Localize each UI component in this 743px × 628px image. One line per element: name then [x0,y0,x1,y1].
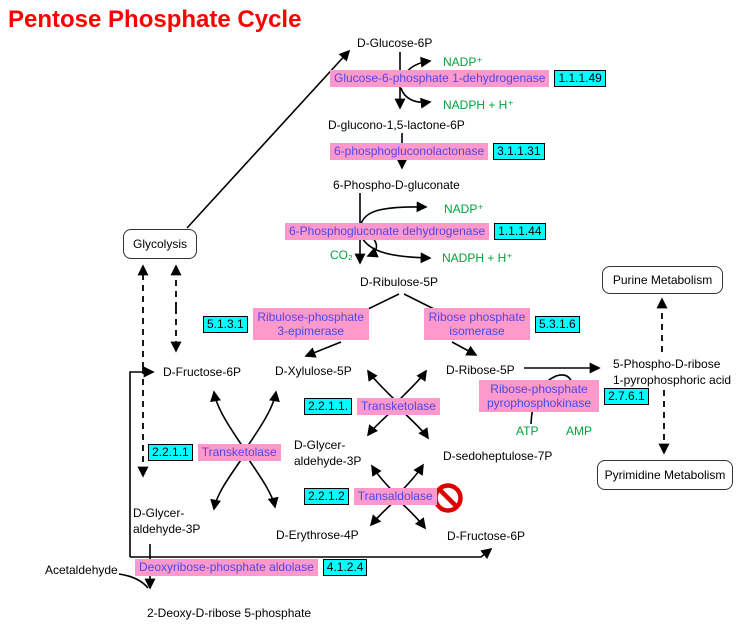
arrow-tkt1-to-xylulose [244,390,280,451]
enzyme-name-line: 3-epimerase [277,324,345,338]
enzyme-row-pgl: 6-phosphogluconolactonase 3.1.1.31 [330,143,545,160]
metabolite-acetaldehyde: Acetaldehyde [45,563,118,577]
enzyme-glucose-6-phosphate-1-dehydrogenase: Glucose-6-phosphate 1-dehydrogenase [330,70,550,87]
enzyme-deoxyribose-phosphate-aldolase: Deoxyribose-phosphate aldolase [135,559,318,576]
enzyme-ribulose-phosphate-3-epimerase: Ribulose-phosphate 3-epimerase [252,308,369,340]
cofactor-amp: AMP [566,424,593,438]
cofactor-nadp-2: NADP⁺ [444,202,484,216]
arrow-tkt1-to-fructose [210,390,246,451]
enzyme-row-pgd: 6-Phosphogluconate dehydrogenase 1.1.1.4… [285,223,546,240]
enzyme-transaldolase: Transaldolase [353,488,437,505]
enzyme-row-prps: Ribose-phosphate pyrophosphokinase 2.7.6… [479,380,649,412]
enzyme-transketolase-2: Transketolase [357,398,440,415]
ec-number-2.2.1.2: 2.2.1.2 [304,488,349,505]
enzyme-name-line: Ribose-phosphate [490,382,588,396]
cofactor-co2: CO₂ [330,248,353,262]
metabolite-6-phospho-d-gluconate: 6-Phospho-D-gluconate [333,178,460,192]
enzyme-ribose-phosphate-isomerase: Ribose phosphate isomerase [424,308,530,340]
metabolite-d-glyceraldehyde-3p-mid: D-Glycer- aldehyde-3P [294,437,361,469]
ec-number-5.3.1.6: 5.3.1.6 [535,315,580,333]
line-acetaldehyde-join [118,573,149,589]
metabolite-d-glucono-lactone-6p: D-glucono-1,5-lactone-6P [328,118,465,132]
metabolite-d-fructose-6p-top: D-Fructose-6P [163,365,242,379]
metabolite-d-glucose-6p: D-Glucose-6P [357,36,433,50]
enzyme-row-transketolase-2: 2.2.1.1. Transketolase [304,398,440,415]
ec-number-2.2.1.1-mid: 2.2.1.1. [304,398,353,415]
ec-number-1.1.1.49: 1.1.1.49 [554,70,606,87]
arrow-loop-to-fructose6p-top [129,366,155,557]
metabolite-line: 1-pyrophosphoric acid [613,373,732,387]
arrow-tkt1-to-erythrose [244,453,279,509]
arrow-isomerase-to-ribose [451,341,478,356]
metabolite-d-sedoheptulose-7p: D-sedoheptulose-7P [443,449,553,463]
arrow-to-nadp-2 [360,201,428,225]
cofactor-atp: ATP [516,424,539,438]
metabolite-line: D-Glycer- [294,438,346,452]
enzyme-name-line: pyrophosphokinase [486,396,592,410]
enzyme-row-dera: Deoxyribose-phosphate aldolase 4.1.2.4 [135,559,368,576]
metabolite-d-xylulose-5p: D-Xylulose-5P [275,364,352,378]
enzyme-transketolase-1: Transketolase [197,444,281,461]
dashed-arrows [137,264,670,478]
metabolite-d-ribose-5p: D-Ribose-5P [446,363,515,377]
arrow-loop-to-fructose6p-bottom [130,547,493,560]
node-glycolysis: Glycolysis [123,229,197,259]
ec-number-4.1.2.4: 4.1.2.4 [322,559,368,576]
metabolite-line: 5-Phospho-D-ribose [613,357,721,371]
line-ribulose-to-epimerase [363,293,400,312]
metabolite-2-deoxy-d-ribose-5-phosphate: 2-Deoxy-D-ribose 5-phosphate [147,606,312,620]
enzyme-name-line: isomerase [449,324,505,338]
node-purine-metabolism: Purine Metabolism [602,266,723,294]
enzyme-ribose-phosphate-pyrophosphokinase: Ribose-phosphate pyrophosphokinase [479,380,599,412]
metabolite-d-ribulose-5p: D-Ribulose-5P [360,275,439,289]
enzyme-row-transketolase-1: 2.2.1.1 Transketolase [148,444,281,461]
metabolite-5-phospho-d-ribose: 5-Phospho-D-ribose 1-pyrophosphoric acid [613,356,731,388]
ec-number-3.1.1.31: 3.1.1.31 [493,143,545,160]
cofactor-nadph-1: NADPH + H⁺ [443,98,514,112]
arrow-tkt1-to-glyceraldehyde [210,453,246,511]
metabolite-d-glyceraldehyde-3p-bottom: D-Glycer- aldehyde-3P [133,505,200,537]
prohibition-icon [433,483,463,513]
metabolite-d-erythrose-4p: D-Erythrose-4P [276,528,359,542]
enzyme-row-transaldolase: 2.2.1.2 Transaldolase [304,488,437,505]
enzyme-name-line: Ribose phosphate [428,310,526,324]
ec-number-5.1.3.1: 5.1.3.1 [203,315,248,333]
enzyme-row-rpi: Ribose phosphate isomerase 5.3.1.6 [424,308,580,340]
enzyme-6-phosphogluconate-dehydrogenase: 6-Phosphogluconate dehydrogenase [285,223,490,240]
ec-number-2.2.1.1: 2.2.1.1 [148,444,193,461]
metabolite-line: D-Glycer- [133,506,185,520]
arrow-to-nadph-1 [400,87,432,109]
ec-number-1.1.1.44: 1.1.1.44 [494,223,546,240]
arrow-glycolysis-to-glucose6p [186,49,351,229]
arrow-epimerase-to-xylulose [304,341,342,358]
metabolite-d-fructose-6p-bottom: D-Fructose-6P [447,529,526,543]
ec-number-2.7.6.1: 2.7.6.1 [604,387,649,405]
page-title: Pentose Phosphate Cycle [8,6,302,33]
cofactor-nadp-1: NADP⁺ [443,55,483,69]
metabolite-line: aldehyde-3P [294,454,362,468]
metabolite-line: aldehyde-3P [133,522,201,536]
cofactor-nadph-2: NADPH + H⁺ [442,251,513,265]
enzyme-row-rpe: 5.1.3.1 Ribulose-phosphate 3-epimerase [203,308,369,340]
enzyme-6-phosphogluconolactonase: 6-phosphogluconolactonase [330,143,489,160]
node-pyrimidine-metabolism: Pyrimidine Metabolism [597,460,733,490]
enzyme-row-g6pd: Glucose-6-phosphate 1-dehydrogenase 1.1.… [330,70,606,87]
solid-arrows [118,49,601,590]
enzyme-name-line: Ribulose-phosphate [257,310,365,324]
